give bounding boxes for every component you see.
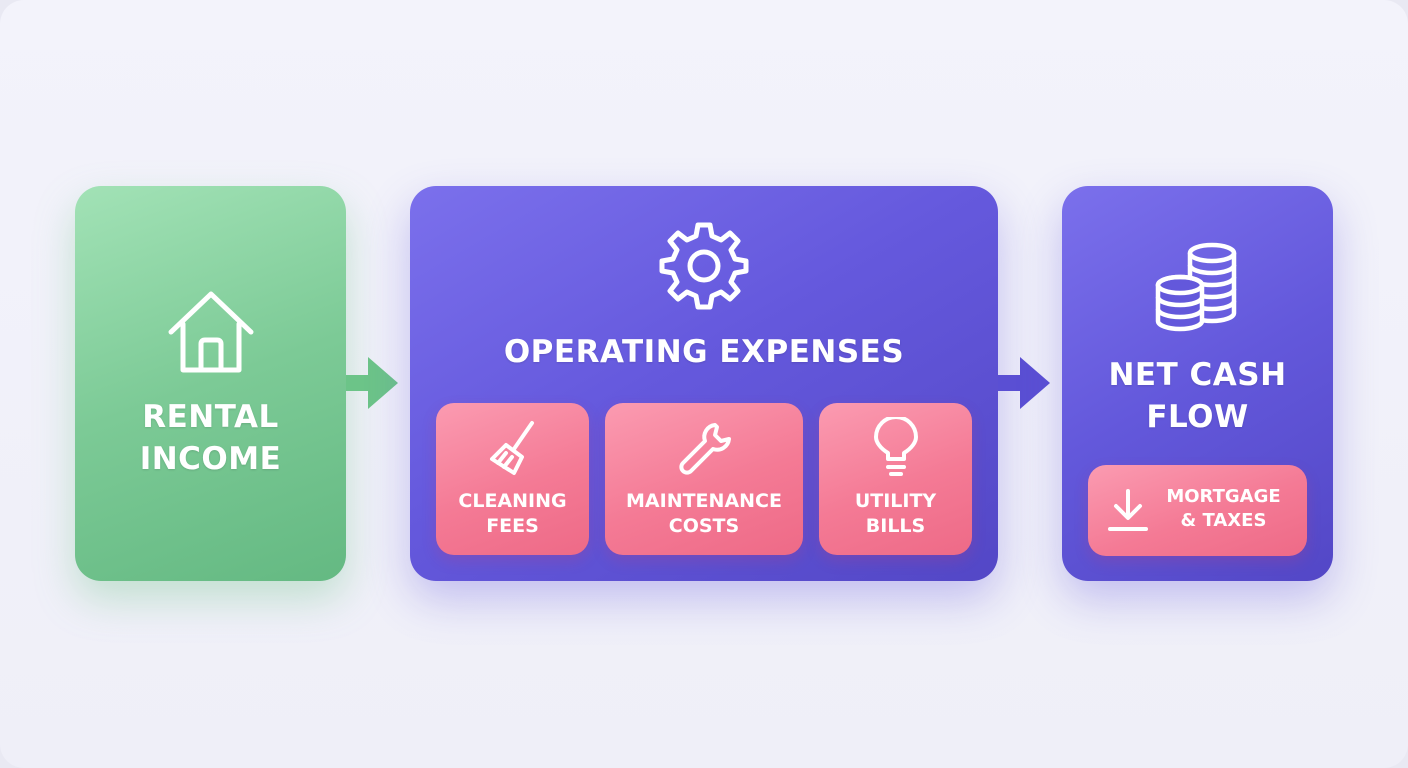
net-cash-flow-title-line2: FLOW [1146,399,1249,435]
net-cash-flow-title-line1: NET CASH [1108,357,1287,393]
rental-income-title-line2: INCOME [139,441,282,477]
mortgage-taxes-line2: & TAXES [1180,510,1267,531]
gear-icon [659,222,749,310]
maintenance-costs-line1: MAINTENANCE [626,490,782,512]
house-icon [168,291,254,373]
net-cash-flow-title: NET CASH FLOW [1062,354,1333,438]
flow-arrow-income-to-expenses [346,357,398,409]
cleaning-fees-box: CLEANING FEES [436,403,589,555]
mortgage-taxes-line1: MORTGAGE [1166,486,1281,507]
utility-bills-line1: UTILITY [854,490,937,512]
cleaning-fees-label: CLEANING FEES [436,489,589,539]
wrench-icon [679,423,731,475]
download-icon [1108,489,1148,531]
lightbulb-icon [874,417,918,476]
broom-icon [490,421,534,475]
maintenance-costs-line2: COSTS [668,515,740,537]
cleaning-fees-line2: FEES [486,515,539,537]
utility-bills-line2: BILLS [865,515,926,537]
mortgage-taxes-label: MORTGAGE & TAXES [1150,485,1297,533]
rental-income-title: RENTAL INCOME [75,396,346,480]
operating-expenses-title: OPERATING EXPENSES [503,334,905,370]
cleaning-fees-line1: CLEANING [458,490,567,512]
utility-bills-label: UTILITY BILLS [819,489,972,539]
mortgage-taxes-box: MORTGAGE & TAXES [1088,465,1307,556]
maintenance-costs-box: MAINTENANCE COSTS [605,403,803,555]
coins-icon [1155,242,1237,332]
flow-arrow-expenses-to-net [998,357,1050,409]
maintenance-costs-label: MAINTENANCE COSTS [605,489,803,539]
utility-bills-box: UTILITY BILLS [819,403,972,555]
net-cash-flow-card: NET CASH FLOW MORTGAGE & TAXES [1062,186,1333,581]
rental-income-card: RENTAL INCOME [75,186,346,581]
operating-expenses-card: OPERATING EXPENSES CLEANING FEES MAINTE [410,186,998,581]
rental-income-title-line1: RENTAL [142,399,279,435]
